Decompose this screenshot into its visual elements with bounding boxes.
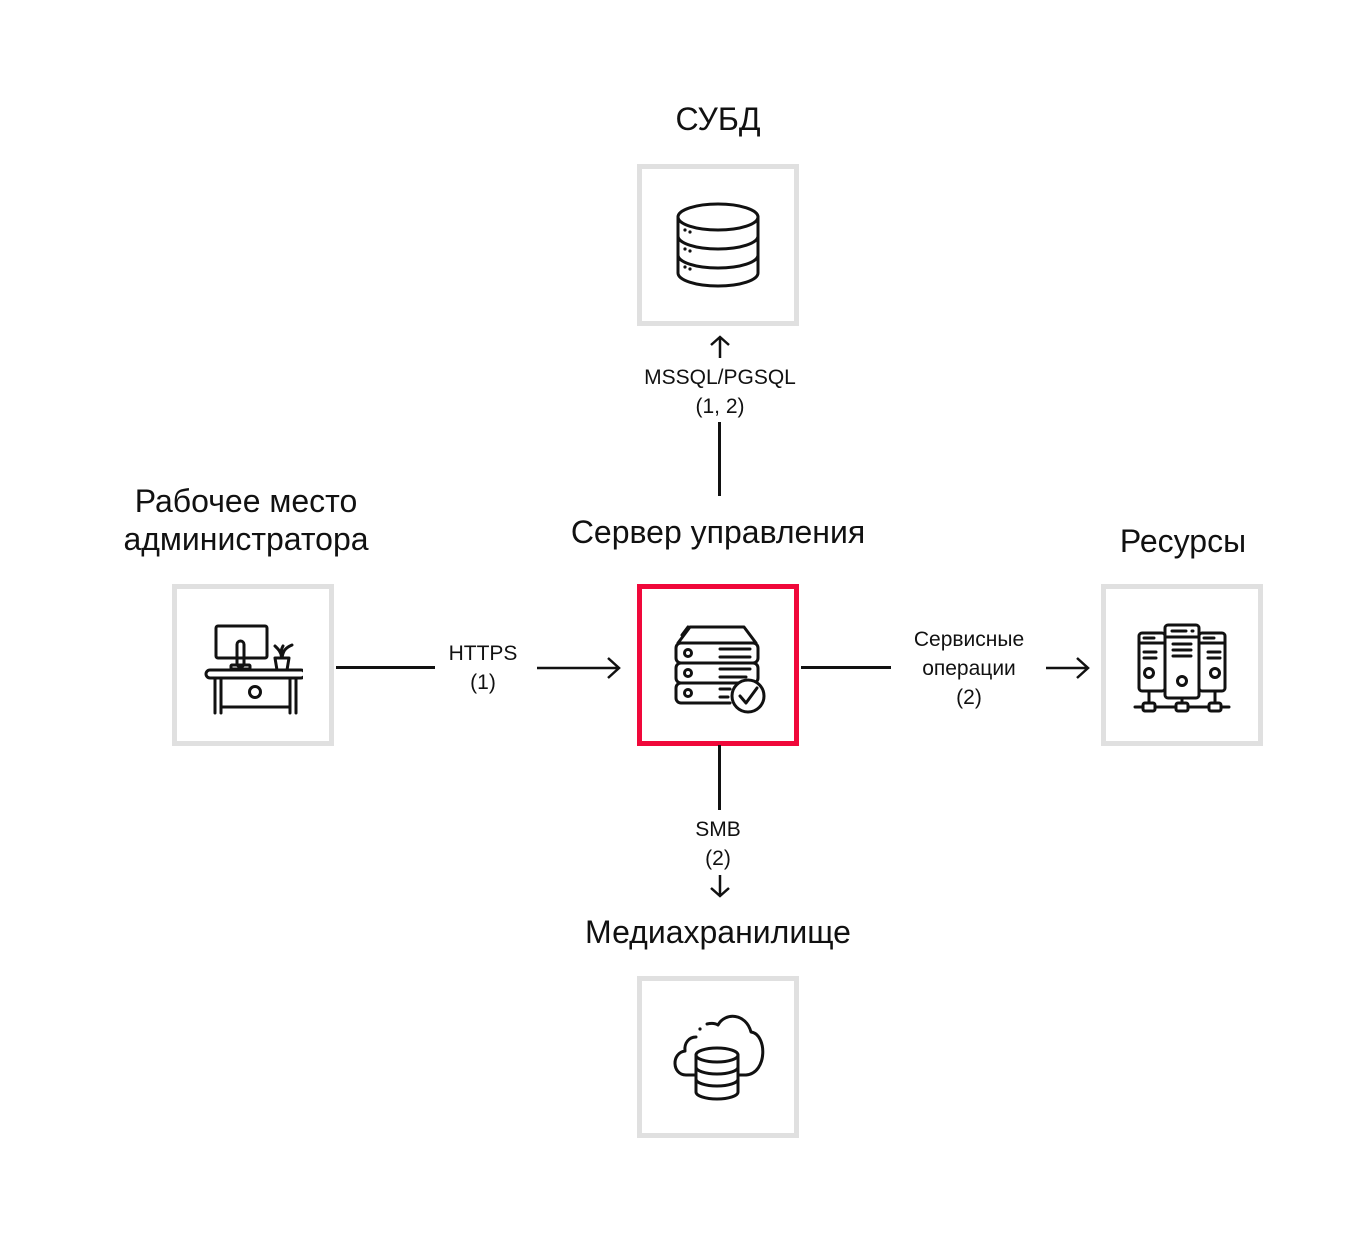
edge-label-https-step: (1) <box>470 671 496 694</box>
media-title: Медиахранилище <box>585 914 851 950</box>
edge-label-dbms-protocol: MSSQL/PGSQL <box>644 366 796 389</box>
media-node[interactable] <box>637 976 799 1138</box>
server-network-icon <box>1133 623 1231 713</box>
edge-label-smb: SMB (2) <box>658 815 778 873</box>
edge-label-service-line2: операции <box>922 657 1016 680</box>
edge-label-service: Сервисные операции (2) <box>889 625 1049 712</box>
edge-line-server-resources-a <box>801 666 891 669</box>
edge-label-smb-protocol: SMB <box>695 818 741 841</box>
admin-node[interactable] <box>172 584 334 746</box>
admin-title-line1: Рабочее место <box>134 483 358 519</box>
workplace-desk-icon <box>204 624 303 715</box>
edge-line-admin-server-a <box>336 666 435 669</box>
edge-label-smb-step: (2) <box>705 847 731 870</box>
edge-label-dbms: MSSQL/PGSQL (1, 2) <box>600 363 840 421</box>
server-title: Сервер управления <box>570 514 866 550</box>
edge-label-dbms-step: (1, 2) <box>695 395 745 418</box>
cloud-database-icon <box>673 1014 765 1101</box>
resources-title: Ресурсы <box>1119 523 1247 559</box>
arrow-right-icon <box>537 657 621 679</box>
edge-label-service-line1: Сервисные <box>913 628 1025 651</box>
admin-title-line2: администратора <box>123 521 369 557</box>
arrow-up-icon <box>710 335 730 358</box>
server-check-icon <box>674 625 766 714</box>
edge-label-https: HTTPS (1) <box>433 639 533 697</box>
database-icon <box>676 202 760 288</box>
edge-line-server-media <box>718 745 721 810</box>
arrow-right-icon <box>1046 657 1090 679</box>
arrow-down-icon <box>710 875 730 898</box>
edge-label-https-protocol: HTTPS <box>448 642 518 665</box>
server-node[interactable] <box>637 584 799 746</box>
dbms-node[interactable] <box>637 164 799 326</box>
dbms-title: СУБД <box>675 101 761 137</box>
resources-node[interactable] <box>1101 584 1263 746</box>
edge-line-server-dbms <box>718 422 721 496</box>
edge-label-service-step: (2) <box>956 686 982 709</box>
admin-title: Рабочее место администратора <box>96 482 396 558</box>
